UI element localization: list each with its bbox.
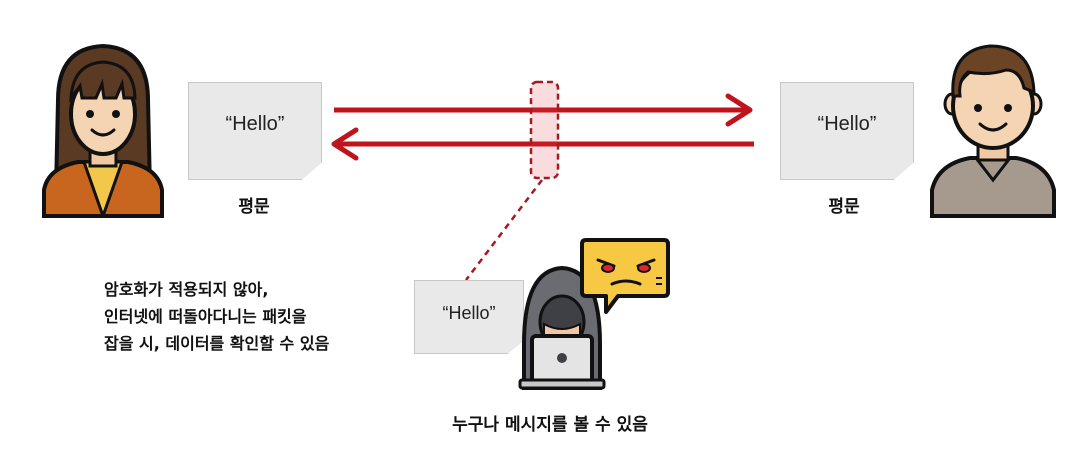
- response-arrow: [331, 127, 754, 161]
- attacker-message-text: “Hello”: [442, 302, 496, 323]
- description-line: 암호화가 적용되지 않아,: [104, 280, 269, 299]
- description-line: 잡을 시, 데이터를 확인할 수 있음: [104, 334, 330, 353]
- man-avatar-icon: [930, 44, 1056, 218]
- plaintext-risk-description: 암호화가 적용되지 않아, 인터넷에 떠돌아다니는 패킷을 잡을 시, 데이터를…: [104, 276, 329, 357]
- sender-message-text: “Hello”: [225, 112, 285, 135]
- sender-caption: 평문: [238, 197, 270, 217]
- intercept-dashed-line: [465, 179, 543, 281]
- attacker-message-note: “Hello”: [414, 280, 524, 354]
- description-line: 인터넷에 떠돌아다니는 패킷을: [104, 307, 307, 326]
- woman-avatar-icon: [42, 43, 164, 218]
- angry-face-speech-bubble-icon: [580, 238, 670, 314]
- attacker-caption: 누구나 메시지를 볼 수 있음: [452, 415, 648, 435]
- receiver-message-note: “Hello”: [780, 82, 914, 180]
- sender-message-note: “Hello”: [188, 82, 322, 180]
- intercept-marker: [529, 80, 560, 180]
- hacker-icon: [518, 265, 606, 390]
- receiver-caption: 평문: [828, 197, 860, 217]
- request-arrow: [334, 93, 753, 127]
- receiver-message-text: “Hello”: [817, 112, 877, 135]
